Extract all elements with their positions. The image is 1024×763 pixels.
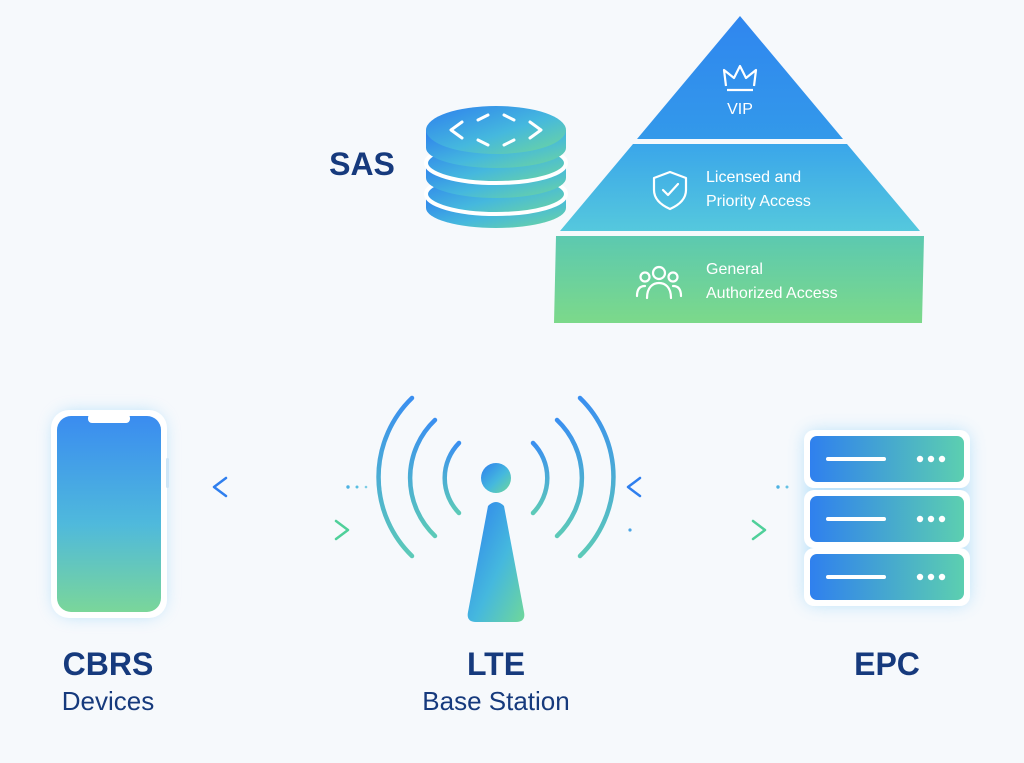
sas-label: SAS	[329, 146, 395, 182]
code-brackets-icon	[449, 113, 543, 147]
arrow-lte-to-cbrs	[212, 476, 368, 498]
tier-vip-label: VIP	[727, 101, 753, 118]
tier-general-line1: General	[706, 261, 763, 278]
epc-server-stack-icon	[804, 430, 970, 606]
pyramid-tier-priority	[560, 144, 920, 231]
sas-database-icon	[424, 106, 568, 228]
tier-priority-label: Licensed and Priority Access	[706, 166, 811, 214]
tier-priority-line2: Priority Access	[706, 193, 811, 210]
lte-antenna-icon	[376, 395, 616, 622]
access-tier-pyramid	[554, 16, 924, 323]
cbrs-subtitle: Devices	[61, 686, 155, 716]
arrow-epc-to-lte	[626, 476, 789, 498]
cbrs-phone-icon	[51, 410, 169, 618]
server-unit	[804, 430, 970, 488]
crown-icon	[722, 64, 758, 92]
server-unit	[804, 490, 970, 548]
lte-title: LTE	[466, 646, 526, 682]
pyramid-tier-vip	[637, 16, 843, 139]
tier-general-line2: Authorized Access	[706, 285, 838, 302]
users-icon	[635, 265, 683, 300]
tier-priority-line1: Licensed and	[706, 169, 802, 186]
server-unit	[804, 548, 970, 606]
arrow-lte-to-epc	[628, 519, 767, 541]
tier-general-label: General Authorized Access	[706, 258, 838, 306]
pyramid-tier-general	[554, 236, 924, 323]
arrow-cbrs-to-lte	[212, 519, 350, 541]
shield-check-icon	[652, 170, 688, 211]
cbrs-title: CBRS	[62, 646, 154, 682]
lte-subtitle: Base Station	[422, 686, 570, 716]
epc-title: EPC	[854, 646, 920, 682]
